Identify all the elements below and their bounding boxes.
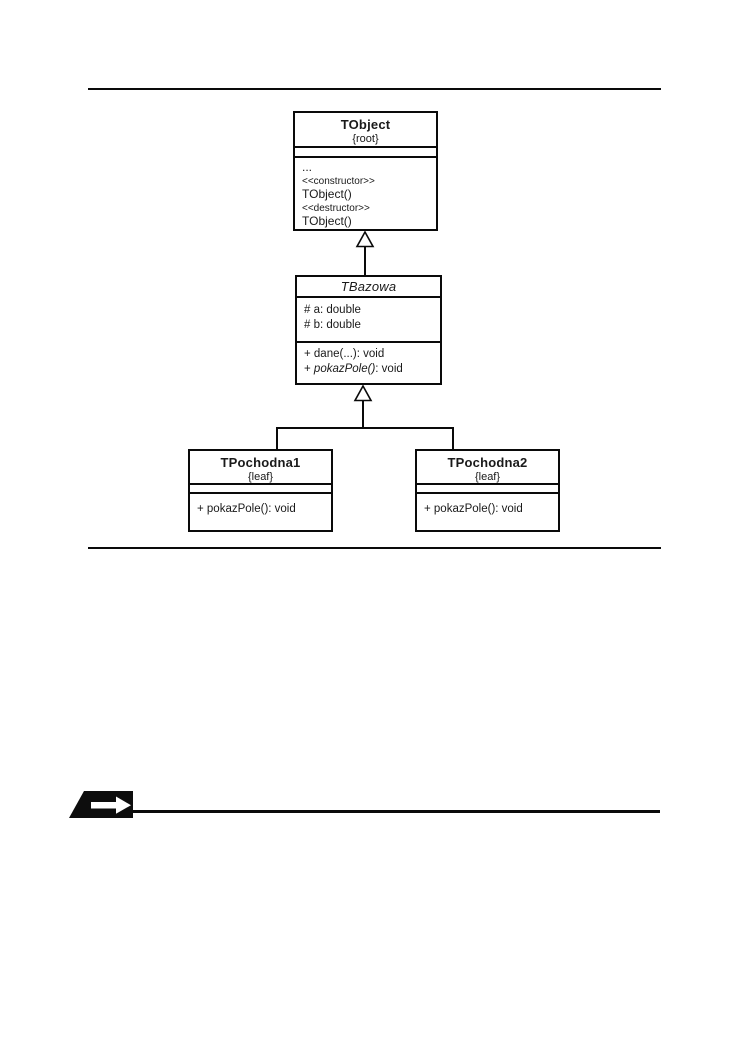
tbazowa-operations-compartment: + dane(...): void + pokazPole(): void xyxy=(297,343,440,377)
class-stereotype: {leaf} xyxy=(247,471,274,483)
operation: TObject() xyxy=(302,187,352,201)
tbazowa-name-compartment: TBazowa xyxy=(297,277,440,298)
tpochodna2-name-compartment: TPochodna2 {leaf} xyxy=(417,451,558,485)
operation: ... xyxy=(302,160,313,174)
class-name: TBazowa xyxy=(340,279,397,294)
attribute: # a: double xyxy=(304,304,361,316)
attribute: # b: double xyxy=(304,319,361,331)
tobject-name-compartment: TObject {root} xyxy=(295,113,436,148)
class-stereotype: {root} xyxy=(352,133,379,145)
tbazowa-attributes-compartment: # a: double # b: double xyxy=(297,298,440,343)
operation-abstract: + pokazPole(): void xyxy=(304,362,433,377)
tobject-operations-compartment: ... <<constructor>> TObject() <<destruct… xyxy=(295,158,436,229)
class-tpochodna2: TPochodna2 {leaf} + pokazPole(): void xyxy=(415,449,560,532)
marker-parallelogram xyxy=(69,791,133,818)
operation: <<constructor>> xyxy=(302,175,375,187)
class-name: TPochodna2 xyxy=(447,455,528,470)
tpochodna2-attributes-compartment-empty xyxy=(417,485,558,494)
operation-prefix: + xyxy=(304,363,314,375)
operation-suffix: : void xyxy=(375,363,403,375)
tpochodna1-operations-compartment: + pokazPole(): void xyxy=(190,494,331,517)
bottom-rule xyxy=(133,810,660,813)
tobject-attributes-compartment-empty xyxy=(295,148,436,158)
class-name: TObject xyxy=(340,117,391,132)
class-tbazowa: TBazowa # a: double # b: double + dane(.… xyxy=(295,275,442,385)
class-tobject: TObject {root} ... <<constructor>> TObje… xyxy=(293,111,438,231)
tpochodna2-operations-compartment: + pokazPole(): void xyxy=(417,494,558,517)
operation: TObject() xyxy=(302,214,352,228)
operation-name: pokazPole() xyxy=(313,363,376,375)
generalization-branch-lines xyxy=(276,427,454,449)
arrow-right-icon xyxy=(91,796,131,814)
operation: + pokazPole(): void xyxy=(197,503,296,515)
tpochodna1-attributes-compartment-empty xyxy=(190,485,331,494)
class-name: TPochodna1 xyxy=(220,455,301,470)
inheritance-triangle-icon xyxy=(355,230,375,248)
operation: + dane(...): void xyxy=(304,348,385,360)
class-tpochodna1: TPochodna1 {leaf} + pokazPole(): void xyxy=(188,449,333,532)
operation: <<destructor>> xyxy=(302,202,370,214)
tpochodna1-name-compartment: TPochodna1 {leaf} xyxy=(190,451,331,485)
class-stereotype: {leaf} xyxy=(474,471,501,483)
inheritance-triangle-icon xyxy=(353,384,373,402)
top-rule xyxy=(88,88,661,90)
middle-rule xyxy=(88,547,661,549)
operation: + pokazPole(): void xyxy=(424,503,523,515)
